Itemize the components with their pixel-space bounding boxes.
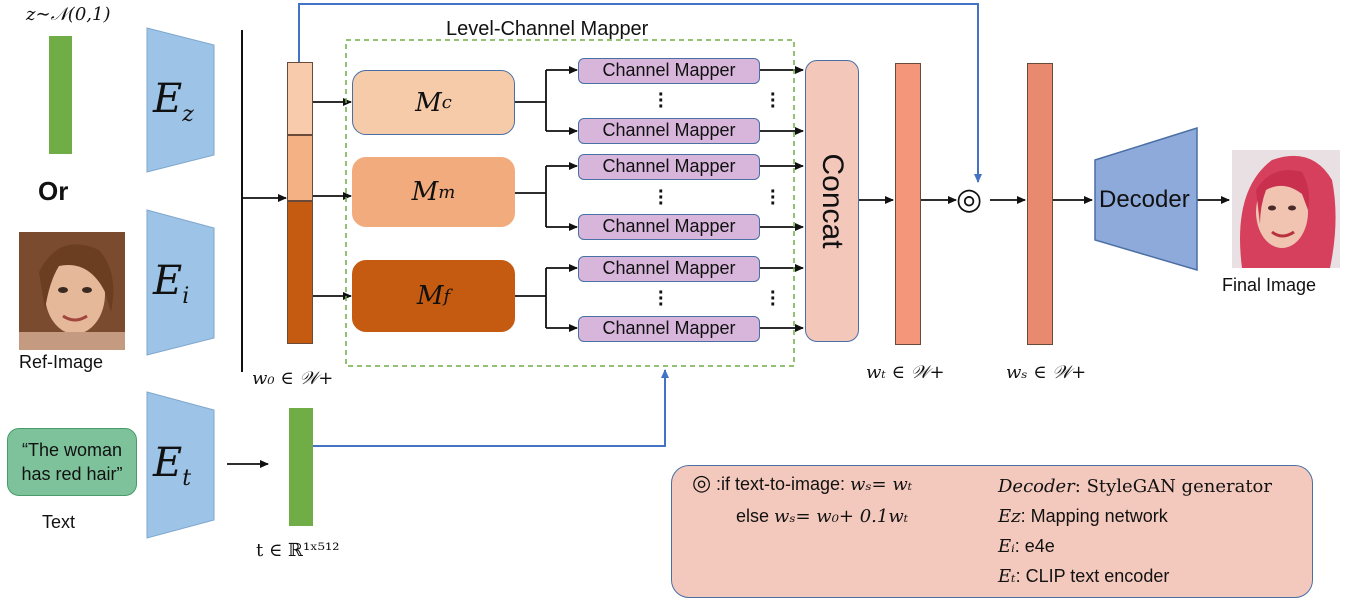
encoder-et-label: Et [153, 440, 192, 491]
text-embedding-bar [289, 408, 313, 526]
text-prompt: “The woman has red hair” [21, 440, 123, 484]
or-label: Or [38, 176, 69, 206]
encoder-ei-label: Ei [153, 258, 190, 309]
legend-line-1: :if text-to-image: wₛ= wₜ [716, 474, 913, 495]
legend-item-decoder: Decoder: StyleGAN generator [998, 476, 1272, 497]
encoder-ei-shape [146, 209, 215, 356]
encoder-et-shape [146, 391, 215, 539]
text-label: Text [42, 512, 76, 532]
mapper-title: Level-Channel Mapper [446, 18, 649, 40]
text-prompt-box: “The woman has red hair” [7, 428, 137, 496]
channel-mapper: Channel Mapper [578, 256, 760, 282]
concat-block: Concat [805, 60, 859, 342]
ws-vector-bar [1027, 63, 1053, 345]
channel-mapper: Channel Mapper [578, 316, 760, 342]
channel-mapper: Channel Mapper [578, 118, 760, 144]
decoder-shape [1094, 126, 1198, 272]
combine-operator-icon: ◎ [956, 183, 983, 216]
wt-vector-bar [895, 63, 921, 345]
legend-item-ei: Eᵢ: e4e [998, 536, 1055, 557]
legend-line-2: else wₛ= w₀+ 0.1wₜ [736, 506, 909, 527]
w0-label: w₀ ∈ 𝒲+ [252, 368, 334, 389]
ref-image-label: Ref-Image [19, 352, 104, 372]
w0-segment-coarse [287, 62, 313, 135]
wt-label: wₜ ∈ 𝒲+ [866, 362, 945, 383]
ellipsis-dots: ··· [770, 282, 777, 316]
noise-label: z∼𝒩(0,1) [26, 4, 111, 25]
ellipsis-dots: ··· [658, 282, 665, 316]
ref-face-illustration [19, 232, 125, 350]
noise-vector-bar [49, 36, 72, 154]
ref-image [19, 232, 125, 350]
ws-label: wₛ ∈ 𝒲+ [1006, 362, 1087, 383]
legend-item-ez: Eᴢ: Mapping network [998, 506, 1168, 527]
legend-item-et: Eₜ: CLIP text encoder [998, 566, 1170, 587]
final-face-illustration [1232, 150, 1340, 268]
ellipsis-dots: ··· [658, 181, 665, 215]
legend-combine-icon: ◎ [692, 470, 712, 495]
channel-mapper: Channel Mapper [578, 58, 760, 84]
ellipsis-dots: ··· [658, 84, 665, 118]
channel-mapper: Channel Mapper [578, 214, 760, 240]
final-image [1232, 150, 1340, 268]
encoder-ez-label: Ez [153, 76, 194, 127]
legend-box: ◎ :if text-to-image: wₛ= wₜ else wₛ= w₀+… [671, 465, 1313, 598]
channel-mapper: Channel Mapper [578, 154, 760, 180]
ellipsis-dots: ··· [770, 84, 777, 118]
encoder-ez-shape [146, 27, 215, 173]
w0-segment-medium [287, 135, 313, 201]
w0-segment-fine [287, 201, 313, 344]
decoder-label: Decoder [1099, 186, 1190, 213]
t-label: t ∈ ℝ¹ˣ⁵¹² [256, 540, 340, 561]
concat-label: Concat [816, 153, 849, 249]
final-image-label: Final Image [1222, 275, 1317, 295]
ellipsis-dots: ··· [770, 181, 777, 215]
